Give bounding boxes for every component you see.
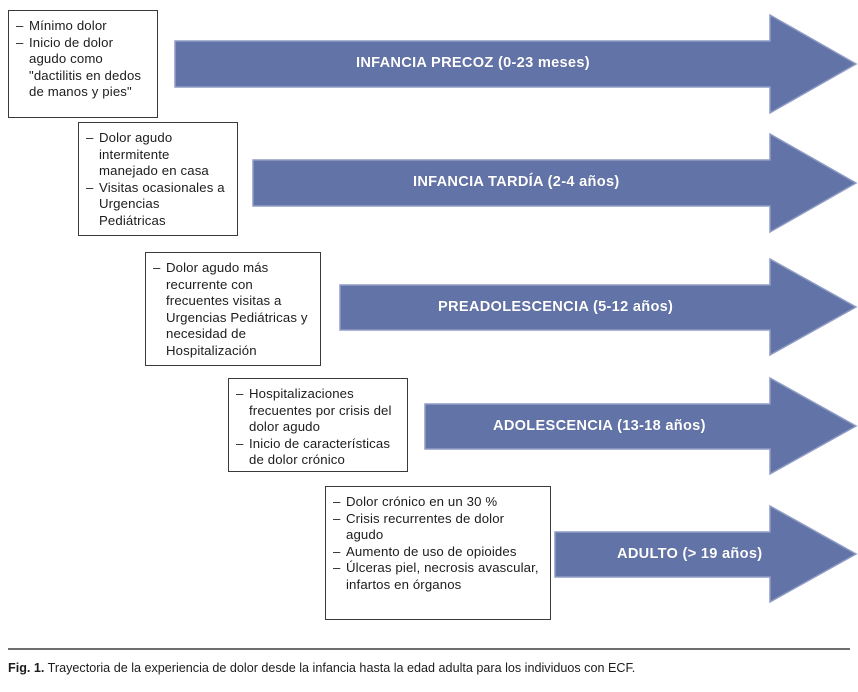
stage-label-infancia-tardia: INFANCIA TARDÍA (2-4 años) xyxy=(413,174,620,190)
figure-caption-area: Fig. 1. Trayectoria de la experiencia de… xyxy=(0,638,858,692)
list-item: Aumento de uso de opioides xyxy=(333,544,542,561)
callout-box-infancia-tardia: Dolor agudo intermitente manejado en cas… xyxy=(78,122,238,236)
stage-label-adulto: ADULTO (> 19 años) xyxy=(617,546,763,562)
caption-divider xyxy=(8,648,850,650)
stage-arrow-adulto xyxy=(554,504,858,604)
list-item: Visitas ocasionales a Urgencias Pediátri… xyxy=(86,180,229,230)
arrow-shape-icon xyxy=(424,376,858,476)
figure-canvas: INFANCIA PRECOZ (0-23 meses) INFANCIA TA… xyxy=(0,0,858,630)
figure-caption-text: Trayectoria de la experiencia de dolor d… xyxy=(47,661,636,675)
list-item: Dolor agudo más recurrente con frecuente… xyxy=(153,260,312,360)
callout-box-adolescencia: Hospitalizaciones frecuentes por crisis … xyxy=(228,378,408,472)
list-item: Inicio de dolor agudo como "dactilitis e… xyxy=(16,35,149,101)
arrow-shape-icon xyxy=(252,132,858,234)
list-item: Dolor crónico en un 30 % xyxy=(333,494,542,511)
stage-arrow-infancia-precoz xyxy=(174,12,858,116)
list-item: Crisis recurrentes de dolor agudo xyxy=(333,511,542,544)
stage-arrow-preadolescencia xyxy=(339,257,858,357)
bullet-list: Dolor agudo más recurrente con frecuente… xyxy=(153,260,312,360)
stage-arrow-adolescencia xyxy=(424,376,858,476)
stage-arrow-infancia-tardia xyxy=(252,132,858,234)
callout-box-preadolescencia: Dolor agudo más recurrente con frecuente… xyxy=(145,252,321,366)
list-item: Mínimo dolor xyxy=(16,18,149,35)
list-item: Úlceras piel, necrosis avascular, infart… xyxy=(333,560,542,593)
figure-caption: Fig. 1. Trayectoria de la experiencia de… xyxy=(8,660,853,676)
list-item: Inicio de características de dolor cróni… xyxy=(236,436,399,469)
list-item: Dolor agudo intermitente manejado en cas… xyxy=(86,130,229,180)
arrow-shape-icon xyxy=(339,257,858,357)
arrow-shape-icon xyxy=(174,13,858,115)
arrow-shape-icon xyxy=(554,504,858,604)
bullet-list: Dolor crónico en un 30 % Crisis recurren… xyxy=(333,494,542,594)
stage-label-infancia-precoz: INFANCIA PRECOZ (0-23 meses) xyxy=(356,55,590,71)
list-item: Hospitalizaciones frecuentes por crisis … xyxy=(236,386,399,436)
stage-label-adolescencia: ADOLESCENCIA (13-18 años) xyxy=(493,418,706,434)
bullet-list: Hospitalizaciones frecuentes por crisis … xyxy=(236,386,399,469)
bullet-list: Dolor agudo intermitente manejado en cas… xyxy=(86,130,229,230)
callout-box-infancia-precoz: Mínimo dolor Inicio de dolor agudo como … xyxy=(8,10,158,118)
figure-caption-label: Fig. 1. xyxy=(8,661,45,675)
stage-label-preadolescencia: PREADOLESCENCIA (5-12 años) xyxy=(438,299,674,315)
bullet-list: Mínimo dolor Inicio de dolor agudo como … xyxy=(16,18,149,101)
callout-box-adulto: Dolor crónico en un 30 % Crisis recurren… xyxy=(325,486,551,620)
